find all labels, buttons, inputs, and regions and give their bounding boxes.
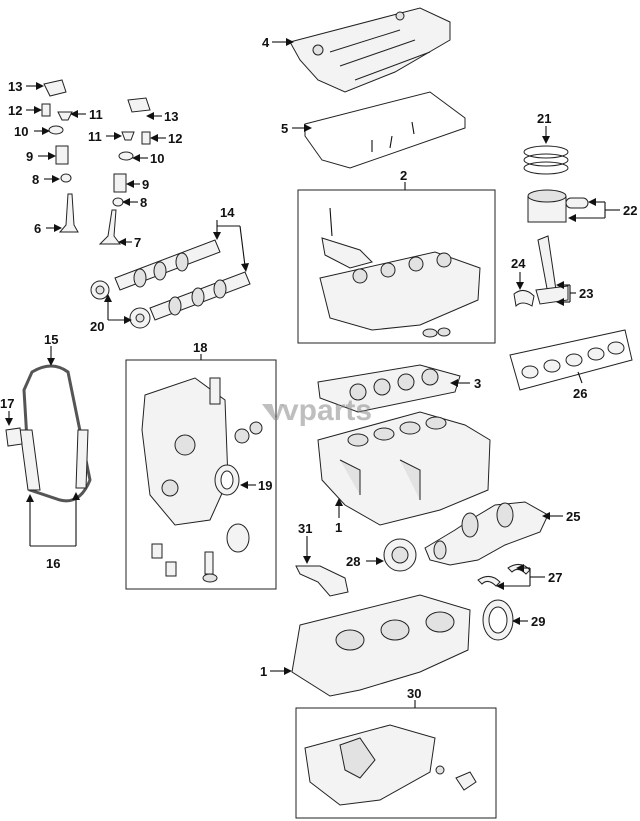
head-gasket[interactable] [317,364,461,413]
callout-28: 28 [346,554,360,569]
callout-19: 19 [258,478,272,493]
callout-16: 16 [46,556,60,571]
valve-spring-retainer[interactable] [48,125,134,161]
oil-pan[interactable] [304,724,477,806]
callout-12-left: 12 [8,103,22,118]
callout-13-left: 13 [8,79,22,94]
timing-cover-bolts[interactable] [151,523,250,583]
front-crank-seal[interactable] [214,464,240,496]
callout-12-right: 12 [168,131,182,146]
callout-31: 31 [298,521,312,536]
valve-cover[interactable] [289,7,451,93]
callout-11-left: 11 [89,107,103,122]
exhaust-camshaft[interactable] [149,271,251,321]
intake-camshaft[interactable] [114,239,221,291]
callout-22: 22 [623,203,637,218]
timing-chain[interactable] [22,364,92,503]
cam-phaser[interactable] [90,280,151,329]
cylinder-head[interactable] [319,207,481,338]
callout-24: 24 [511,256,526,271]
timing-cover[interactable] [141,377,263,526]
callout-17: 17 [0,396,14,411]
valve-spring[interactable] [55,145,127,193]
callout-9-left: 9 [26,149,33,164]
connecting-rod[interactable] [535,235,569,305]
cylinder-head-box [297,189,496,344]
engine-block[interactable] [317,411,491,526]
callout-4: 4 [262,35,270,50]
callout-21: 21 [537,111,551,126]
timing-chain-guide[interactable] [19,429,89,491]
oil-pickup-tube[interactable] [295,565,349,597]
leader-lines [5,38,620,708]
callout-26: 26 [573,386,587,401]
callout-10-right: 10 [150,151,164,166]
callout-labels: 4 5 2 3 1 25 28 27 29 31 1 30 21 22 23 2… [0,35,637,701]
lower-crankcase[interactable] [291,594,471,697]
callout-7: 7 [134,235,141,250]
callout-1-block: 1 [335,520,342,535]
valve-cover-gasket[interactable] [304,91,466,169]
callout-15: 15 [44,332,58,347]
callout-30: 30 [407,686,421,701]
callout-9-right: 9 [142,177,149,192]
callout-11-right: 11 [88,129,102,144]
valve-keeper[interactable] [57,111,135,141]
main-bearings-box [509,329,633,391]
rod-bearing[interactable] [513,290,535,308]
chain-tensioner[interactable] [5,427,23,447]
piston-rings[interactable] [523,145,569,175]
callout-20: 20 [90,319,104,334]
watermark: vparts [262,394,372,427]
callout-2: 2 [400,168,407,183]
crankshaft[interactable] [424,501,549,566]
callout-25: 25 [566,509,580,524]
callout-18: 18 [193,340,207,355]
callout-8-left: 8 [32,172,39,187]
callout-10-left: 10 [14,124,28,139]
rear-main-seal[interactable] [482,599,514,641]
valve-stem-seal[interactable] [60,173,124,207]
piston[interactable] [527,189,589,223]
watermark-text: vparts [282,394,372,427]
callout-1-lower: 1 [260,664,267,679]
callout-29: 29 [531,614,545,629]
callout-3: 3 [474,376,481,391]
rocker-arm[interactable] [43,79,151,113]
callout-27: 27 [548,570,562,585]
callout-5: 5 [281,121,288,136]
oil-pan-box [295,707,497,819]
main-bearings[interactable] [521,341,625,379]
callout-14: 14 [220,205,235,220]
crankshaft-pulley[interactable] [383,538,417,572]
callout-8-right: 8 [140,195,147,210]
callout-6: 6 [34,221,41,236]
valve[interactable] [58,193,121,245]
callout-13-right: 13 [164,109,178,124]
callout-23: 23 [579,286,593,301]
